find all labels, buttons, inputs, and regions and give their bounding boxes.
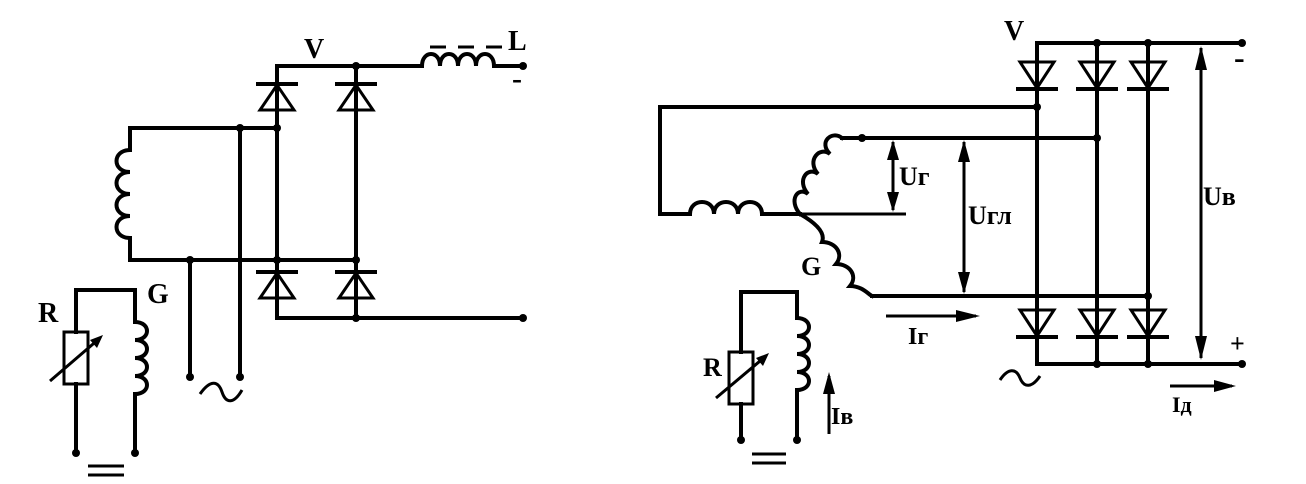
diode-lower-1: [1016, 308, 1058, 339]
phase-current-arrowhead: [956, 310, 980, 322]
line-voltage-arrowhead-top: [958, 140, 970, 162]
dc-terminal-right-right: [793, 436, 801, 444]
node-190-260: [186, 256, 194, 264]
terminal-minus-right: [1238, 39, 1246, 47]
label-resistor-left: R: [38, 298, 59, 329]
node-1148-43: [1144, 39, 1152, 47]
label-line-voltage: Uгл: [968, 201, 1012, 230]
terminal-bottom-node: [519, 314, 527, 322]
label-generator-left: G: [147, 279, 169, 310]
generator-winding-coil: [114, 147, 133, 241]
label-rectified-voltage: Uв: [1203, 182, 1236, 211]
terminal-minus-node: [519, 62, 527, 70]
ac-terminal-b: [186, 373, 194, 381]
phase-voltage-arrowhead-top: [887, 140, 899, 160]
single-phase-rectifier-circuit: V L - R G: [38, 26, 527, 477]
diode-upper-left: [256, 82, 298, 112]
node-862-138: [858, 134, 866, 142]
label-output-minus-left: -: [512, 62, 522, 95]
node-1097-364: [1093, 360, 1101, 368]
rectified-voltage-arrowhead-top: [1195, 46, 1207, 70]
node-240-128: [236, 124, 244, 132]
diode-upper-2: [1076, 60, 1118, 91]
label-load-current: Iд: [1172, 392, 1192, 417]
winding-left-lower-wire: [128, 236, 358, 262]
label-output-plus-right: +: [1230, 329, 1245, 358]
rheostat-arrowhead-right: [756, 353, 769, 366]
diode-upper-right: [335, 82, 377, 112]
node-277-260: [273, 256, 281, 264]
label-resistor-right: R: [703, 353, 722, 382]
node-356-318: [352, 314, 360, 322]
node-1148-296: [1144, 292, 1152, 300]
diode-lower-3: [1127, 308, 1169, 339]
dc-symbol-right: [752, 452, 786, 465]
node-277-128: [273, 124, 281, 132]
three-phase-rectifier-circuit: V - + Uг Uгл Uв G Iг R Iв Iд: [658, 16, 1246, 465]
line-voltage-arrowhead-bottom: [958, 272, 970, 294]
node-1097-138: [1093, 134, 1101, 142]
load-current-arrowhead: [1214, 380, 1236, 392]
field-winding-coil: [132, 319, 149, 397]
ac-terminal-a: [236, 373, 244, 381]
node-1148-364: [1144, 360, 1152, 368]
diode-upper-1: [1016, 60, 1058, 91]
label-rectifier-left: V: [304, 34, 324, 65]
ac-symbol-right: [998, 369, 1042, 387]
node-1097-43: [1093, 39, 1101, 47]
label-inductor: L: [508, 26, 527, 57]
ac-symbol-left: [198, 381, 244, 403]
phase-a-wire: [658, 105, 1039, 216]
node-1037-107: [1033, 103, 1041, 111]
phase-a-coil: [687, 200, 765, 217]
rheostat-arrow-right: [715, 354, 767, 400]
field-winding-coil-right: [794, 315, 811, 393]
label-phase-current: Iг: [908, 324, 928, 350]
label-generator-right: G: [801, 252, 821, 281]
terminal-plus-right: [1238, 360, 1246, 368]
phase-b-coil: [792, 133, 845, 217]
inductor-coil: [419, 52, 497, 69]
phase-voltage-arrowhead-bottom: [887, 192, 899, 212]
rheostat-arrow: [49, 336, 101, 383]
node-356-260: [352, 256, 360, 264]
node-356-66: [352, 62, 360, 70]
dc-terminal-left: [72, 449, 80, 457]
label-phase-voltage: Uг: [899, 162, 930, 191]
rheostat-arrowhead: [90, 335, 103, 348]
dc-terminal-left-right: [737, 436, 745, 444]
dc-terminal-right: [131, 449, 139, 457]
diode-lower-left: [256, 270, 298, 300]
label-field-current: Iв: [831, 404, 853, 430]
dc-symbol-left: [88, 464, 124, 477]
label-output-minus-right: -: [1234, 39, 1245, 75]
rectified-voltage-arrowhead-bottom: [1195, 336, 1207, 360]
diode-lower-right: [335, 270, 377, 300]
diode-lower-2: [1076, 308, 1118, 339]
diode-upper-3: [1127, 60, 1169, 91]
label-rectifier-right: V: [1004, 16, 1024, 47]
phase-c-coil: [797, 211, 875, 299]
field-current-arrowhead: [823, 372, 835, 394]
